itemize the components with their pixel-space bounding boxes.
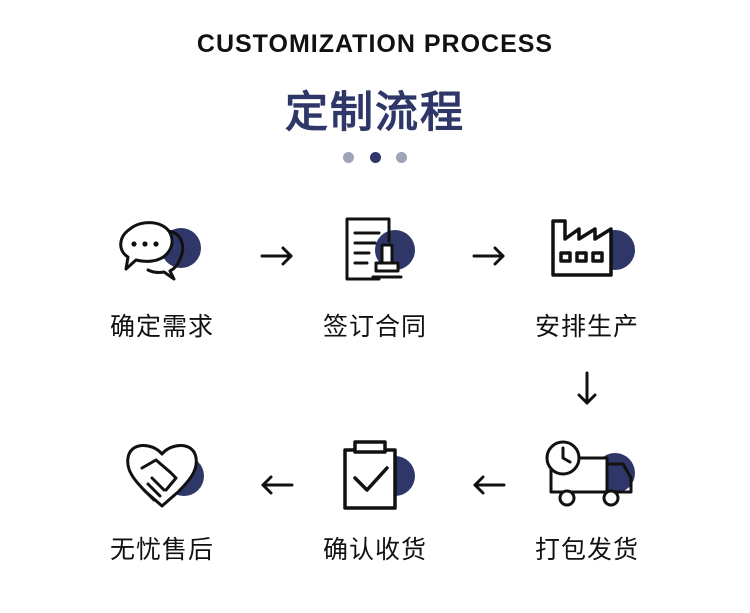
clipboard-check-icon	[325, 438, 425, 518]
pagination-dot	[370, 152, 381, 163]
delivery-truck-icon	[537, 438, 637, 518]
arrow-right-icon	[469, 236, 509, 276]
arrow-right-icon	[257, 236, 297, 276]
pagination-dot	[343, 152, 354, 163]
arrow-down-icon	[567, 369, 607, 409]
step-label: 确定需求	[109, 312, 214, 341]
pagination-dots	[0, 152, 750, 164]
handshake-heart-icon	[112, 438, 212, 518]
step-after-sales: 无忧售后	[72, 438, 252, 578]
pagination-dot	[396, 152, 407, 163]
arrow-left-icon	[469, 465, 509, 505]
step-confirm-receipt: 确认收货	[285, 438, 465, 578]
step-arrange-production: 安排生产	[497, 215, 677, 355]
contract-stamp-icon	[325, 215, 425, 295]
step-label: 打包发货	[534, 535, 639, 564]
step-sign-contract: 签订合同	[285, 215, 465, 355]
step-label: 签订合同	[322, 312, 427, 341]
factory-icon	[537, 215, 637, 295]
step-label: 确认收货	[322, 535, 427, 564]
arrow-left-icon	[257, 465, 297, 505]
step-confirm-requirements: 确定需求	[72, 215, 252, 355]
step-label: 无忧售后	[109, 535, 214, 564]
step-label: 安排生产	[534, 312, 639, 341]
title-english: CUSTOMIZATION PROCESS	[196, 30, 554, 58]
step-pack-and-ship: 打包发货	[497, 438, 677, 578]
title-chinese: 定制流程	[285, 88, 465, 138]
chat-bubbles-icon	[112, 215, 212, 295]
